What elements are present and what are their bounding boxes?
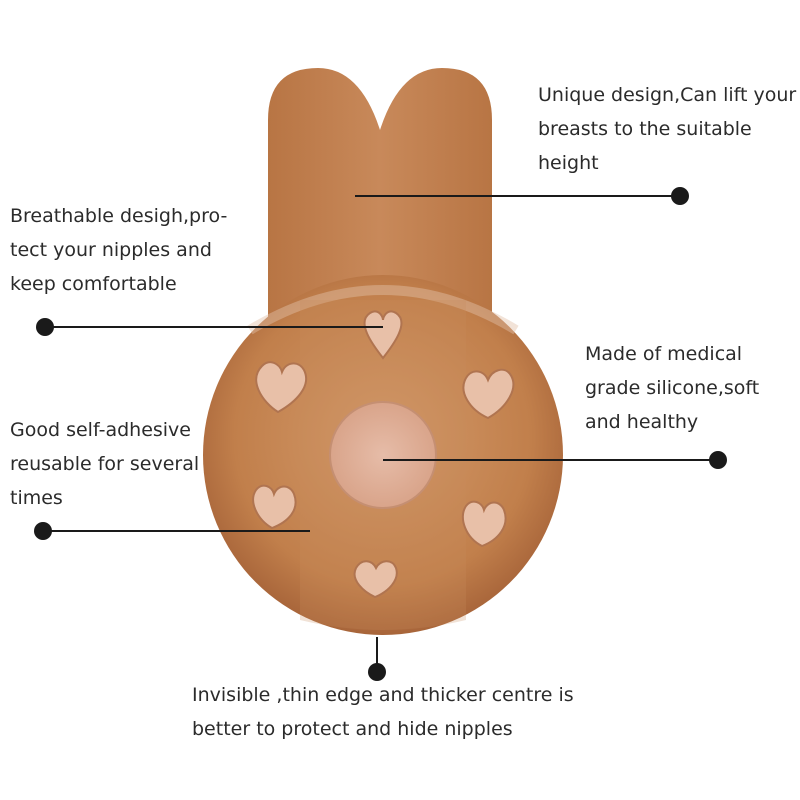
cup-edge-shine (247, 285, 519, 335)
callout-breathable-pointer (36, 318, 383, 336)
dot-marker-icon (709, 451, 727, 469)
callout-adhesive-pointer (34, 522, 310, 540)
callout-medical-text: Made of medical grade silicone,soft and … (585, 343, 760, 433)
heart-icon (255, 361, 307, 414)
callout-edge-text: Invisible ,thin edge and thicker centre … (192, 684, 574, 740)
heart-icon (252, 484, 297, 530)
center-pad (329, 401, 437, 509)
lift-strap (268, 68, 492, 330)
callout-lift-pointer (355, 187, 689, 205)
dot-marker-icon (368, 663, 386, 681)
dot-marker-icon (671, 187, 689, 205)
dot-marker-icon (36, 318, 54, 336)
callout-adhesive-text: Good self-adhesive reusable for several … (10, 419, 200, 509)
heart-icon (363, 310, 403, 360)
callout-medical-pointer (383, 451, 727, 469)
heart-icon (461, 500, 507, 548)
dot-marker-icon (34, 522, 52, 540)
heart-icon (462, 368, 515, 420)
callout-breathable-text: Breathable desigh,pro- tect your nipples… (10, 205, 228, 295)
callout-edge-pointer (368, 637, 386, 681)
callout-lift-text: Unique design,Can lift your breasts to t… (538, 84, 797, 174)
heart-icon (353, 560, 398, 599)
